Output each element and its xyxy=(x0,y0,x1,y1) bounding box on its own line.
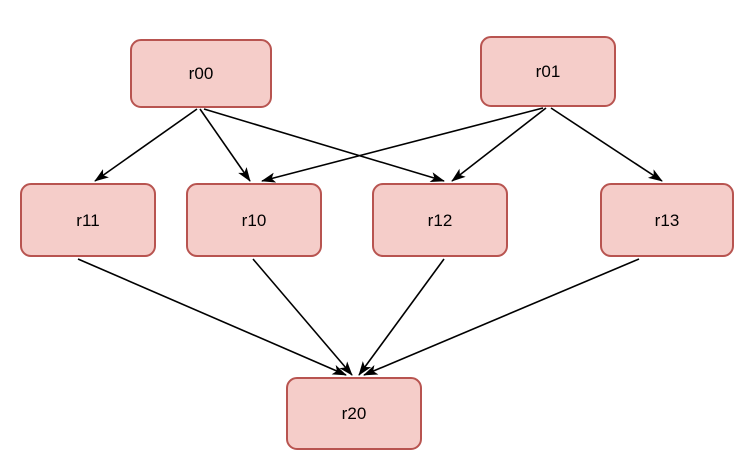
node-r12[interactable]: r12 xyxy=(372,183,508,257)
node-r01[interactable]: r01 xyxy=(480,36,616,107)
node-label: r10 xyxy=(241,210,267,230)
edge-r10-to-r20 xyxy=(252,258,353,376)
node-label: r11 xyxy=(76,210,100,230)
node-r11[interactable]: r11 xyxy=(20,183,156,257)
node-r13[interactable]: r13 xyxy=(600,183,734,257)
edge-r13-to-r20 xyxy=(363,258,640,376)
edge-r01-to-r12 xyxy=(451,107,547,182)
edge-r00-to-r12 xyxy=(203,108,445,183)
edge-group xyxy=(77,107,663,376)
edge-r00-to-r11 xyxy=(94,108,198,182)
edge-r01-to-r13 xyxy=(550,107,663,182)
edge-r11-to-r20 xyxy=(77,258,347,376)
node-r20[interactable]: r20 xyxy=(286,377,422,450)
edge-r01-to-r10 xyxy=(261,107,544,183)
edge-r12-to-r20 xyxy=(358,258,445,376)
node-label: r01 xyxy=(535,62,561,81)
node-label: r13 xyxy=(654,210,680,230)
node-r10[interactable]: r10 xyxy=(186,183,322,257)
node-r00[interactable]: r00 xyxy=(130,39,272,108)
node-label: r12 xyxy=(427,210,453,230)
edge-r00-to-r10 xyxy=(199,108,251,182)
node-label: r00 xyxy=(188,64,214,83)
node-label: r20 xyxy=(341,404,367,423)
